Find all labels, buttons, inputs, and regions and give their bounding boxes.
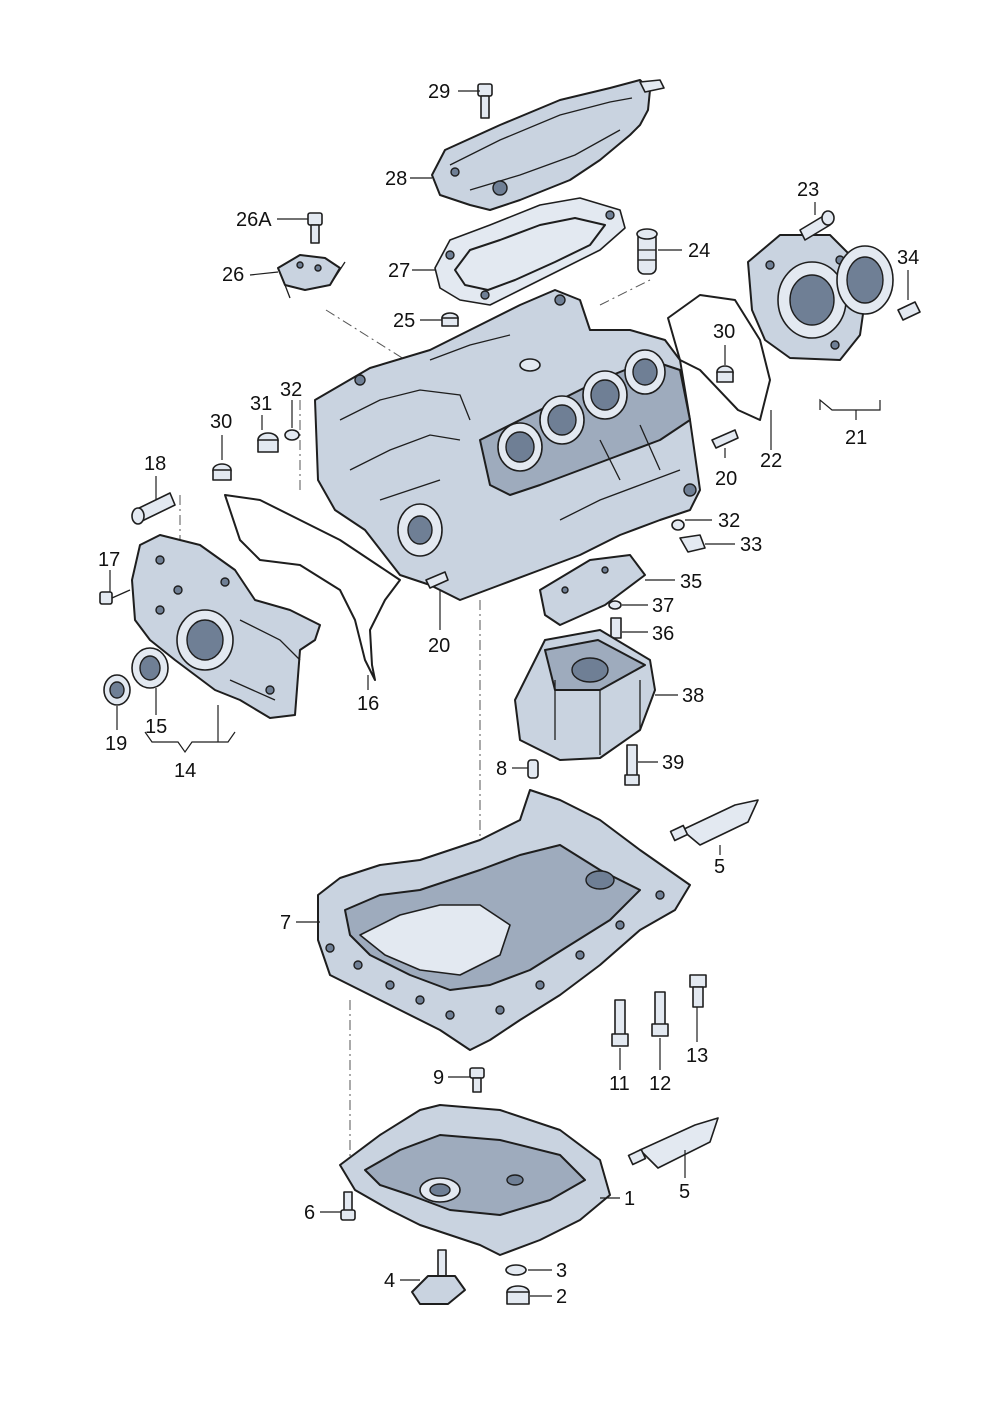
- bolt-6: [340, 1191, 356, 1221]
- pin-20-right: [711, 429, 739, 449]
- callout-14: 14: [174, 760, 196, 782]
- bolt-36: [610, 617, 622, 639]
- bolt-18: [131, 492, 176, 525]
- callout-4: 4: [384, 1270, 395, 1292]
- callout-32-left: 32: [280, 379, 302, 401]
- drain-plug-2: [506, 1285, 530, 1305]
- callout-34: 34: [897, 247, 919, 269]
- bolt-9: [469, 1067, 485, 1093]
- engine-block: [314, 289, 701, 601]
- callout-33: 33: [740, 534, 762, 556]
- bolt-26a: [307, 212, 323, 244]
- callout-17: 17: [98, 549, 120, 571]
- pin-8: [527, 759, 539, 779]
- callout-27: 27: [388, 260, 410, 282]
- callout-28: 28: [385, 168, 407, 190]
- callout-2: 2: [556, 1286, 567, 1308]
- callout-26: 26: [222, 264, 244, 286]
- cylinder-head-cover: [431, 79, 665, 211]
- plug-31: [257, 432, 279, 453]
- callout-15: 15: [145, 716, 167, 738]
- bolt-29: [477, 83, 493, 119]
- bolts-11-12-13: [611, 974, 707, 1047]
- lower-oil-pan: [339, 1104, 611, 1256]
- washer-32-right: [671, 519, 685, 531]
- callout-1: 1: [624, 1188, 635, 1210]
- oil-level-sensor-4: [411, 1249, 466, 1305]
- callout-18: 18: [144, 453, 166, 475]
- seal-15: [131, 647, 169, 689]
- callout-32-right: 32: [718, 510, 740, 532]
- rear-cover: [747, 234, 866, 361]
- cover-gasket: [434, 197, 626, 306]
- bracket-26: [277, 254, 346, 299]
- callout-38: 38: [682, 685, 704, 707]
- callout-3: 3: [556, 1260, 567, 1282]
- callout-39: 39: [662, 752, 684, 774]
- callout-26a: 26A: [236, 209, 272, 231]
- washer-3: [505, 1264, 527, 1276]
- plug-30-left: [212, 463, 232, 481]
- upper-oil-pan: [317, 789, 691, 1051]
- callout-31: 31: [250, 393, 272, 415]
- washer-32-left: [284, 429, 300, 441]
- leader-lines: [109, 90, 909, 1297]
- bolt-23: [799, 210, 835, 241]
- oil-pump-38: [514, 629, 656, 761]
- pin-20-left: [425, 571, 449, 589]
- callout-22: 22: [760, 450, 782, 472]
- sealant-tube-lower: [627, 1117, 719, 1169]
- pin-34: [897, 301, 921, 321]
- callout-20-left: 20: [428, 635, 450, 657]
- baffle-35: [539, 554, 646, 626]
- callout-30-right: 30: [713, 321, 735, 343]
- timing-cover-left: [131, 534, 321, 719]
- callout-19: 19: [105, 733, 127, 755]
- callout-25: 25: [393, 310, 415, 332]
- callout-20-right: 20: [715, 468, 737, 490]
- callout-30-left: 30: [210, 411, 232, 433]
- gasket-16: [224, 494, 401, 681]
- callout-29: 29: [428, 81, 450, 103]
- callout-5-upper: 5: [714, 856, 725, 878]
- callout-6: 6: [304, 1202, 315, 1224]
- washer-37: [608, 600, 622, 610]
- callout-9: 9: [433, 1067, 444, 1089]
- plug-30-right: [716, 365, 734, 383]
- callout-5-lower: 5: [679, 1181, 690, 1203]
- sealant-tube-upper: [669, 799, 759, 846]
- seal-21: [836, 245, 894, 315]
- callout-16: 16: [357, 693, 379, 715]
- bolt-39: [624, 744, 640, 786]
- callout-7: 7: [280, 912, 291, 934]
- callout-35: 35: [680, 571, 702, 593]
- callout-21: 21: [845, 427, 867, 449]
- plug-25: [441, 312, 459, 327]
- breather-24: [636, 228, 658, 275]
- callout-36: 36: [652, 623, 674, 645]
- plug-33: [679, 534, 706, 553]
- bolt-17: [99, 589, 131, 605]
- gasket-22: [667, 294, 771, 421]
- callout-8: 8: [496, 758, 507, 780]
- callout-11: 11: [609, 1073, 630, 1095]
- callout-13: 13: [686, 1045, 708, 1067]
- callout-37: 37: [652, 595, 674, 617]
- seal-19: [103, 674, 131, 706]
- callout-24: 24: [688, 240, 710, 262]
- callout-12: 12: [649, 1073, 671, 1095]
- callouts: 29 28 26A 27 26 25 24 23 34 30 21 22 20 …: [98, 81, 919, 1308]
- callout-23: 23: [797, 179, 819, 201]
